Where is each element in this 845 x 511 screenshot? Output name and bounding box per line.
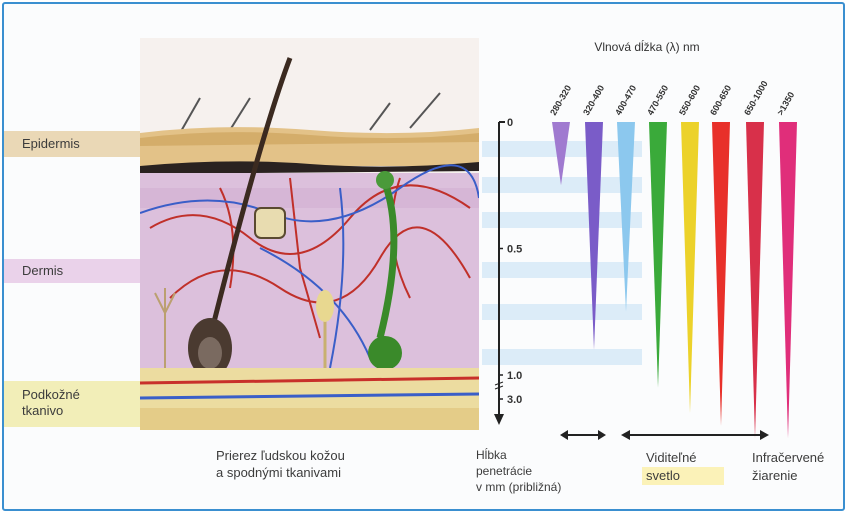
depth-axis: 0 0.5 1.0 3.0	[494, 117, 522, 425]
depth-tick-label: 1.0	[507, 370, 522, 382]
wavelength-label: 470-550	[645, 83, 670, 117]
chart-title: Vlnová dĺžka (λ) nm	[594, 39, 699, 54]
wavelength-wedge	[649, 122, 667, 388]
wavelength-wedge	[746, 122, 764, 438]
penetration-chart: Vlnová dĺžka (λ) nm 0 0.5 1.0 3.0 280-320 32…	[4, 4, 843, 509]
wavelength-label: 550-600	[677, 83, 702, 117]
uv-range-arrow	[560, 430, 606, 440]
wavelength-wedge	[681, 122, 699, 413]
wavelength-label: 280-320	[548, 83, 573, 117]
wavelength-wedge	[712, 122, 730, 426]
wavelength-wedge	[552, 122, 570, 185]
wavelength-wedge	[617, 122, 635, 312]
infrared-caption-line2: žiarenie	[752, 467, 798, 484]
visible-range-arrow	[621, 430, 769, 440]
depth-tick-label: 0.5	[507, 244, 522, 256]
wavelength-label: 320-400	[581, 83, 606, 117]
wavelength-label: >1350	[775, 90, 796, 117]
depth-caption-line3: v mm (približná)	[476, 479, 561, 495]
wavelength-label: 400-470	[613, 83, 638, 117]
wavelength-label: 650-1000	[742, 79, 770, 117]
infrared-caption-line1: Infračervené	[752, 449, 824, 466]
depth-caption-line2: penetrácie	[476, 463, 532, 479]
visible-caption-line1: Viditeľné	[646, 449, 697, 466]
wavelength-label: 600-650	[708, 83, 733, 117]
wavelength-wedges: 280-320 320-400 400-470 470-550 550-600600-6…	[548, 79, 797, 438]
depth-tick-label: 0	[507, 117, 513, 129]
wavelength-wedge	[585, 122, 603, 350]
depth-caption-line1: Hĺbka	[476, 447, 507, 463]
visible-caption-line2: svetlo	[646, 467, 680, 484]
depth-tick-label: 3.0	[507, 394, 522, 406]
wavelength-wedge	[779, 122, 797, 438]
depth-axis-arrowhead	[494, 414, 504, 425]
